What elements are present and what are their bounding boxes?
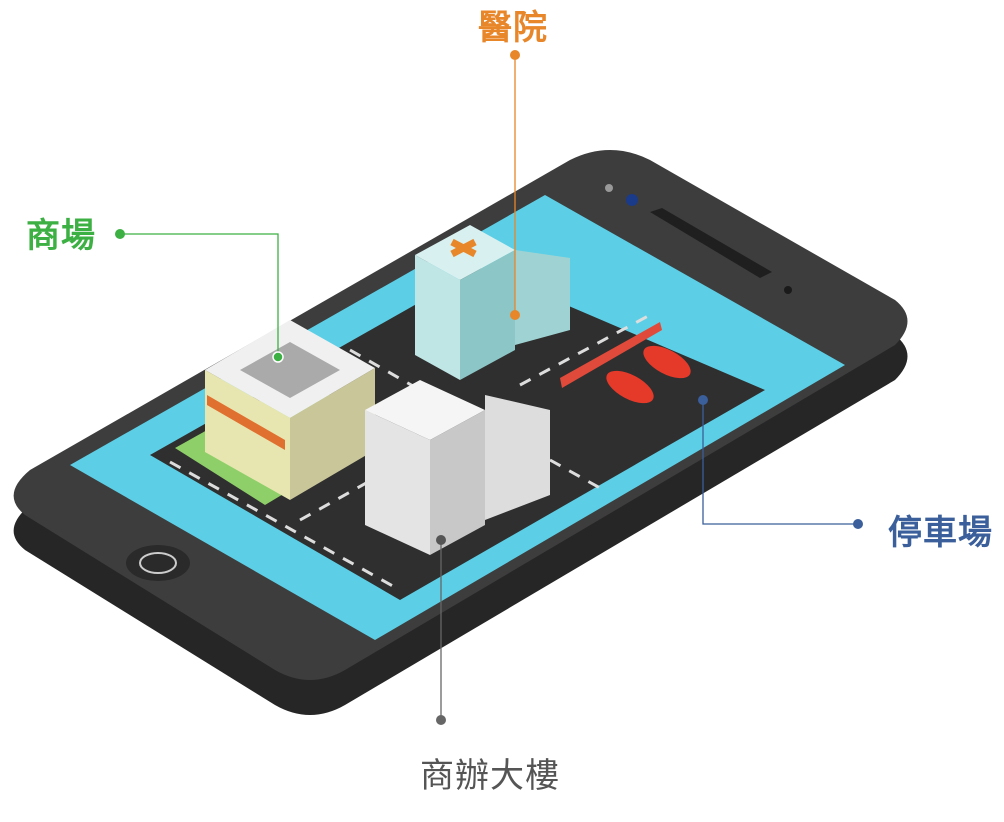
parking-barrier xyxy=(560,322,662,388)
parking-label: 停車場 xyxy=(888,513,993,553)
office-dot xyxy=(436,715,446,725)
hospital-anchor-dot xyxy=(510,310,520,320)
mall-anchor-dot xyxy=(272,351,284,363)
hospital-label: 醫院 xyxy=(478,8,548,48)
car-icon xyxy=(606,345,691,404)
camera-icon xyxy=(626,194,638,206)
mall-dot xyxy=(115,229,125,239)
office-building-label: 商辦大樓 xyxy=(420,756,560,796)
hospital-dot xyxy=(510,50,520,60)
sensor-dot-icon xyxy=(784,286,792,294)
parking-leader-line xyxy=(702,400,858,525)
speaker-slot xyxy=(650,208,772,278)
parking-anchor-dot xyxy=(698,395,708,405)
home-button[interactable] xyxy=(126,545,190,581)
hospital-building xyxy=(415,225,570,380)
mall-building xyxy=(205,320,375,500)
hospital-cross-icon xyxy=(450,238,477,258)
mall-label: 商場 xyxy=(26,216,96,256)
mall-leader-line xyxy=(120,233,279,357)
office-building xyxy=(365,380,550,555)
parking-dot xyxy=(853,519,863,529)
home-button-ring xyxy=(139,552,177,574)
sensor-icon xyxy=(605,184,613,192)
office-anchor-dot xyxy=(436,535,446,545)
